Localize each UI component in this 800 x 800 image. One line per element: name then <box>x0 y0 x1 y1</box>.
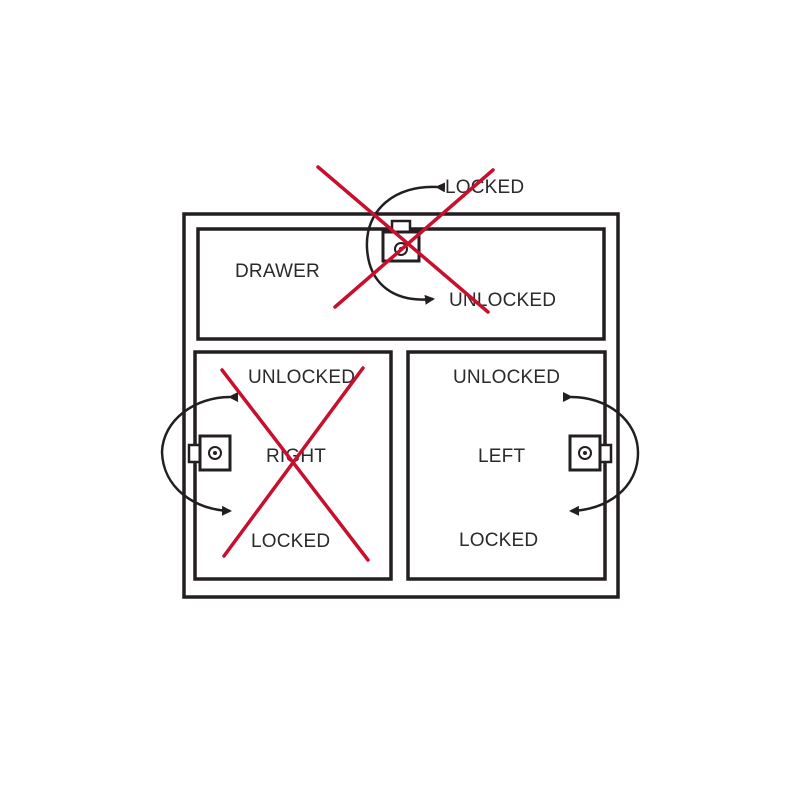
right-door-rotation-arrow-icon <box>160 391 239 516</box>
left-door-lock-icon <box>568 434 613 472</box>
drawer-label: DRAWER <box>235 261 320 282</box>
right-door-section: UNLOCKED RIGHT LOCKED <box>160 350 393 581</box>
drawer-rotation-arrow-icon <box>365 182 446 305</box>
right-door-unlocked-label: UNLOCKED <box>248 367 355 388</box>
drawer-section: DRAWER LOCKED UNLOCKED <box>196 165 606 341</box>
right-door-lock-icon <box>187 434 232 472</box>
drawer-unlocked-label: UNLOCKED <box>449 290 556 311</box>
left-door-label: LEFT <box>478 446 525 467</box>
left-door-panel <box>406 350 607 581</box>
cabinet-frame <box>182 212 620 599</box>
left-door-unlocked-label: UNLOCKED <box>453 367 560 388</box>
left-door-rotation-arrow-icon <box>562 391 640 516</box>
drawer-locked-label: LOCKED <box>445 177 524 198</box>
left-door-locked-label: LOCKED <box>459 530 538 551</box>
right-door-red-x-cross-icon <box>220 366 370 562</box>
right-door-panel <box>193 350 393 581</box>
drawer-red-x-cross-icon <box>316 165 495 314</box>
left-door-section: UNLOCKED LEFT LOCKED <box>406 350 640 581</box>
right-door-locked-label: LOCKED <box>251 531 330 552</box>
